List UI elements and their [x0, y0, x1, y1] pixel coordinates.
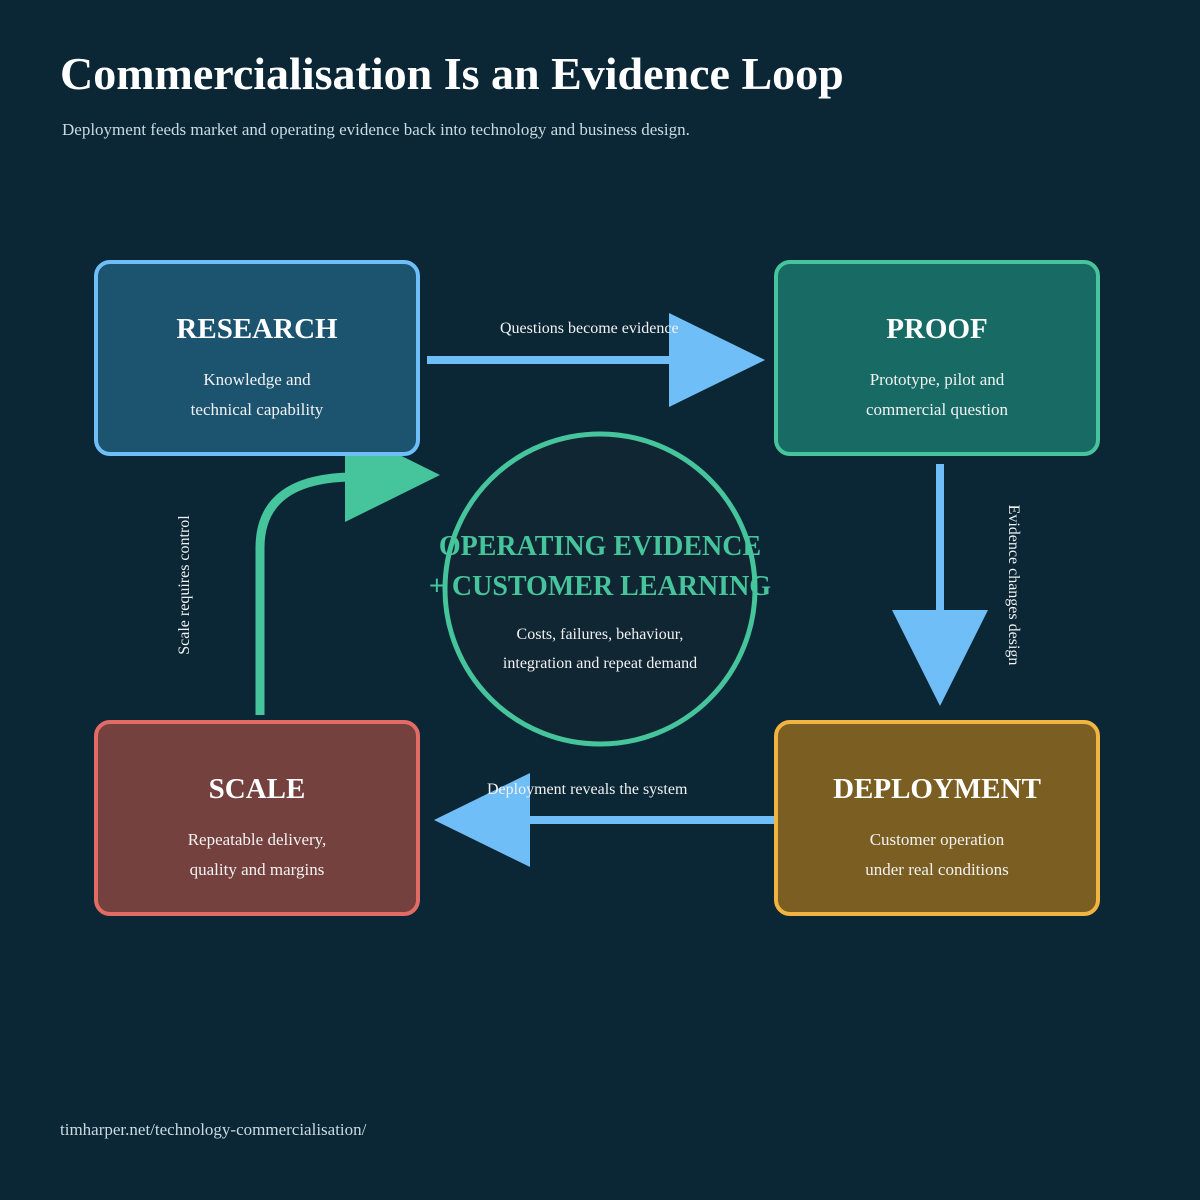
stage-research: RESEARCH Knowledge and technical capabil…	[94, 260, 420, 456]
stage-deployment-desc-line1: Customer operation	[869, 830, 1005, 849]
center-title-line1: OPERATING EVIDENCE	[438, 531, 762, 562]
stage-deployment-title: DEPLOYMENT	[833, 773, 1041, 805]
stage-deployment-desc-line2: under real conditions	[865, 860, 1009, 879]
stage-deployment-description: Customer operation under real conditions	[778, 825, 1096, 885]
footer-url: timharper.net/technology-commercialisati…	[60, 1120, 367, 1139]
edge-label-research-to-proof: Questions become evidence	[500, 320, 679, 337]
stage-proof-title: PROOF	[886, 313, 988, 345]
stage-proof: PROOF Prototype, pilot and commercial qu…	[774, 260, 1100, 456]
edge-label-proof-to-deployment: Evidence changes design	[1005, 504, 1022, 666]
edge-label-scale-to-research: Scale requires control	[176, 515, 193, 655]
center-desc-line1: Costs, failures, behaviour,	[516, 626, 684, 643]
arrowhead-research-to-proof	[669, 313, 765, 407]
stage-research-title: RESEARCH	[176, 313, 338, 345]
stage-deployment: DEPLOYMENT Customer operation under real…	[774, 720, 1100, 916]
stage-scale-desc-line2: quality and margins	[189, 860, 325, 879]
center-title-line2: + CUSTOMER LEARNING	[428, 571, 772, 602]
arrowhead-proof-to-deployment	[892, 610, 988, 706]
center-description: Costs, failures, behaviour, integration …	[420, 620, 780, 678]
stage-scale-desc-line1: Repeatable delivery,	[187, 830, 327, 849]
center-desc-line2: integration and repeat demand	[502, 655, 698, 672]
arrow-scale-to-research	[255, 472, 356, 715]
stage-proof-desc-line2: commercial question	[865, 400, 1009, 419]
edge-label-deployment-to-scale: Deployment reveals the system	[487, 781, 688, 798]
stage-scale-title: SCALE	[208, 773, 306, 805]
page-title: Commercialisation Is an Evidence Loop	[60, 48, 844, 99]
stage-research-desc-line1: Knowledge and	[203, 370, 311, 389]
stage-scale: SCALE Repeatable delivery, quality and m…	[94, 720, 420, 916]
stage-scale-description: Repeatable delivery, quality and margins	[98, 825, 416, 885]
stage-proof-description: Prototype, pilot and commercial question	[778, 365, 1096, 425]
stage-proof-desc-line1: Prototype, pilot and	[869, 370, 1005, 389]
arrowhead-deployment-to-scale	[434, 773, 530, 867]
center-title: OPERATING EVIDENCE + CUSTOMER LEARNING	[400, 527, 800, 607]
page-subtitle: Deployment feeds market and operating ev…	[62, 120, 690, 139]
stage-research-description: Knowledge and technical capability	[98, 365, 416, 425]
center-circle	[442, 431, 758, 747]
stage-research-desc-line2: technical capability	[190, 400, 324, 419]
